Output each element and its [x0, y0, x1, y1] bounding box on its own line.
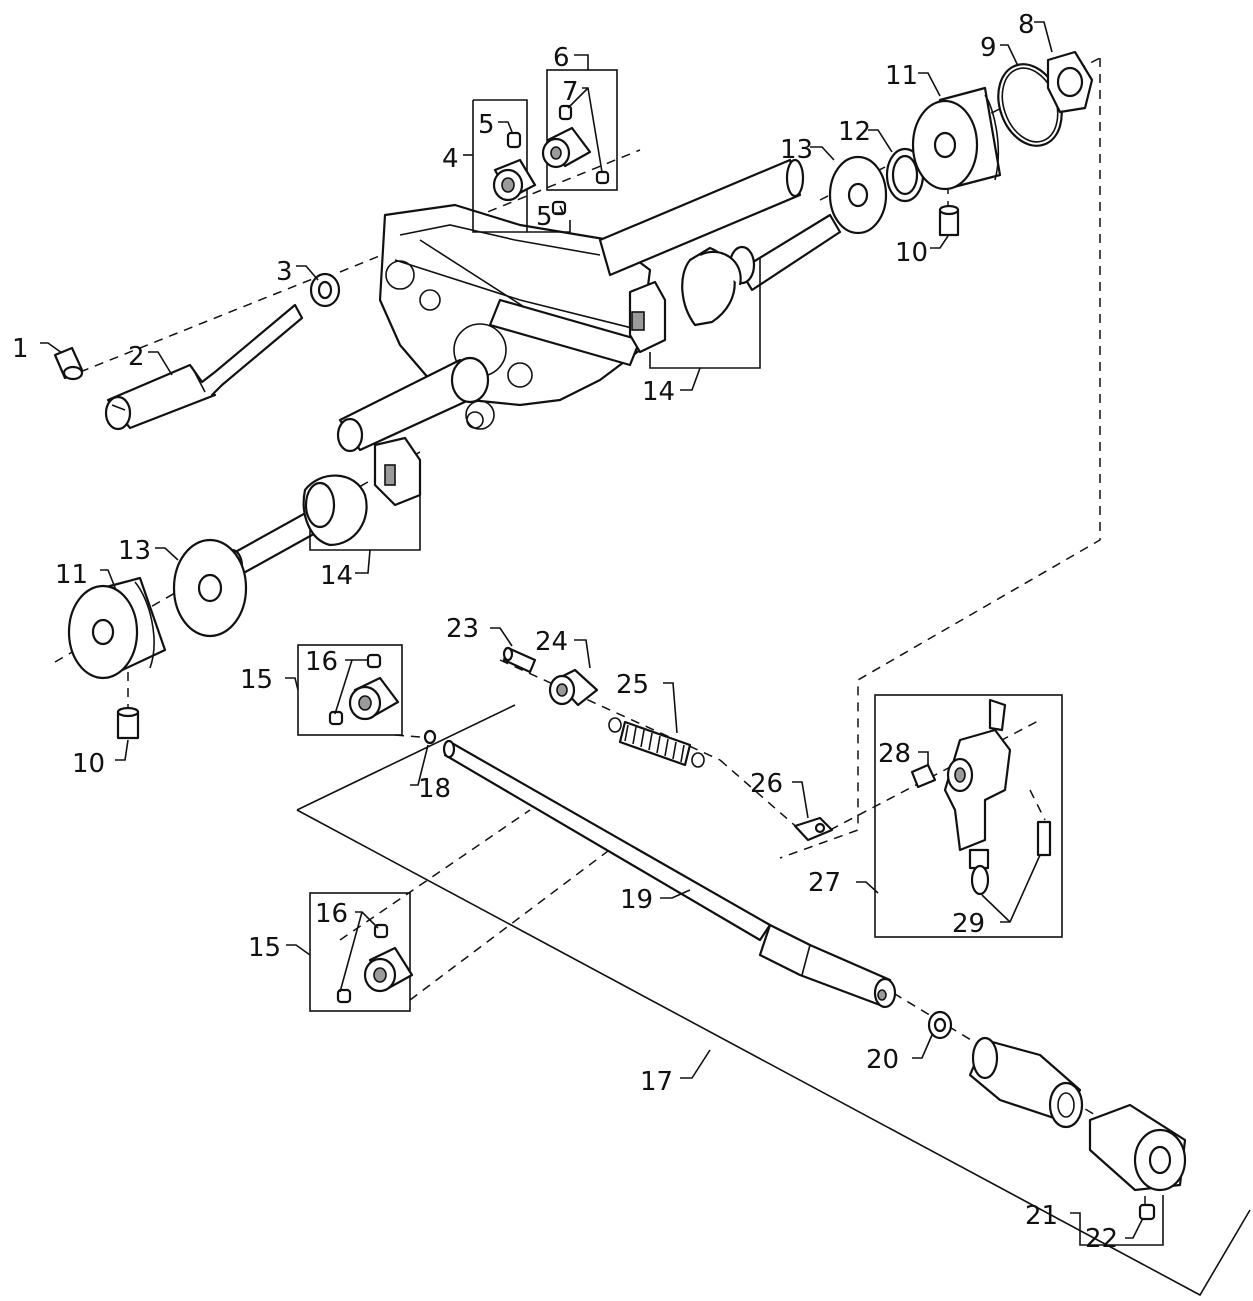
callout-6: 6: [553, 43, 570, 73]
part-25-spring: [608, 717, 705, 768]
callout-17: 17: [640, 1067, 673, 1097]
leader-lines: [40, 21, 1164, 1246]
part-18-ring: [423, 729, 437, 745]
part-6-collar-group: [541, 69, 618, 191]
part-17-plane: [296, 704, 1251, 1297]
part-15-collar-lower: [309, 892, 414, 1012]
callout-15-lower: 15: [248, 933, 281, 963]
callout-16-lower: 16: [315, 899, 348, 929]
callout-5-bottom: 5: [536, 202, 553, 232]
callout-14-upper: 14: [642, 377, 675, 407]
callout-11-right: 11: [885, 61, 918, 91]
callout-13-left: 13: [118, 536, 151, 566]
part-10-pin-right: [938, 204, 960, 237]
part-2-shaft: [104, 303, 304, 431]
callout-labels: 1 2 3 4 5 5 6 7 8 9 10 10 11 11 12 13 13…: [12, 10, 1118, 1254]
part-3-washer: [309, 272, 341, 308]
part-14-cam-upper: [628, 213, 842, 354]
callout-26: 26: [750, 769, 783, 799]
part-11-bushing-right: [911, 86, 1002, 191]
callout-9: 9: [980, 33, 997, 63]
callout-29: 29: [952, 909, 985, 939]
callout-21: 21: [1025, 1201, 1058, 1231]
callout-16-upper: 16: [305, 647, 338, 677]
part-26-link: [793, 816, 834, 842]
callout-25: 25: [616, 670, 649, 700]
callout-10-left: 10: [72, 749, 105, 779]
part-28-pin: [910, 763, 937, 789]
callout-12: 12: [838, 117, 871, 147]
callout-7: 7: [562, 77, 579, 107]
part-20-washer: [927, 1010, 953, 1040]
part-10-pin-left: [116, 706, 140, 740]
callout-5-top: 5: [478, 110, 495, 140]
part-1-pin: [53, 346, 84, 381]
callout-1: 1: [12, 334, 29, 364]
callout-22: 22: [1085, 1224, 1118, 1254]
part-14-cam-lower: [220, 436, 422, 584]
part-15-collar-upper: [297, 644, 403, 736]
part-8-plate: [1046, 50, 1094, 114]
part-13-washer-right: [828, 155, 888, 235]
part-22-screw: [1138, 1203, 1156, 1221]
callout-13-right: 13: [780, 135, 813, 165]
callout-23: 23: [446, 614, 479, 644]
callout-19: 19: [620, 885, 653, 915]
main-housing: [336, 158, 805, 453]
callout-4: 4: [442, 144, 459, 174]
callout-14-lower: 14: [320, 561, 353, 591]
callout-11-left: 11: [55, 560, 88, 590]
callout-24: 24: [535, 627, 568, 657]
callout-3: 3: [276, 257, 293, 287]
callout-27: 27: [808, 868, 841, 898]
callout-20: 20: [866, 1045, 899, 1075]
part-23-pin: [502, 646, 537, 674]
callout-18: 18: [418, 774, 451, 804]
callout-2: 2: [128, 342, 145, 372]
part-21-bushing: [1088, 1103, 1187, 1192]
callout-15-upper: 15: [240, 665, 273, 695]
part-11-bushing-left: [67, 576, 167, 680]
part-24-collar: [548, 668, 599, 707]
part-4-collar-group: [472, 99, 571, 233]
part-27-bracket-group: [874, 694, 1063, 938]
bearing-sleeve: [968, 1036, 1084, 1129]
callout-28: 28: [878, 739, 911, 769]
part-13-washer-left: [172, 538, 248, 638]
callout-8: 8: [1018, 10, 1035, 40]
callout-10-right: 10: [895, 238, 928, 268]
